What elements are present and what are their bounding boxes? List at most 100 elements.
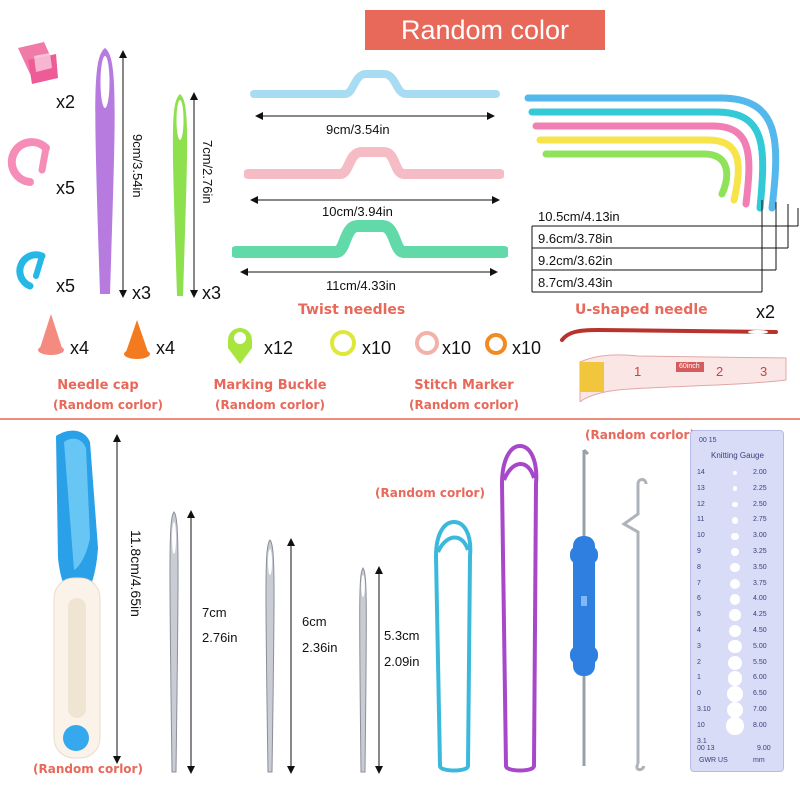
twist-needles-label: Twist needles: [298, 302, 406, 318]
needle2-cm: 6cm: [302, 614, 327, 629]
thread-snips-icon: [53, 430, 101, 759]
gauge-us-label: 8: [697, 563, 701, 571]
gauge-hole: [731, 532, 739, 540]
u-dim3: 9.2cm/3.62in: [538, 253, 613, 268]
gauge-footer-left: GWR US: [699, 757, 728, 764]
stitch-marker-pink-icon: [415, 331, 439, 355]
needle-large-dim: 9cm/3.54in: [130, 134, 145, 198]
gauge-hole: [727, 686, 743, 703]
u-dim2: 9.6cm/3.78in: [538, 231, 613, 246]
tape-measure-icon: [579, 354, 787, 402]
gauge-us-label: 0: [697, 690, 701, 698]
marker-orange-qty: x10: [512, 338, 542, 358]
gauge-us-label: 9: [697, 548, 701, 555]
title-banner-text: Random color: [400, 14, 570, 45]
gauge-us-label: 14: [697, 469, 705, 476]
holder-sub: (Random corlor): [375, 486, 485, 500]
gauge-us-label: 11: [697, 516, 705, 524]
needle-large-qty: x3: [132, 283, 152, 303]
u-shaped-cable-needles-icon: [524, 94, 780, 212]
scissor-dim-arrow: [113, 434, 121, 764]
ring-small-qty: x5: [56, 276, 76, 296]
tape-brand: 60inch: [679, 363, 700, 370]
u-shaped-label: U-shaped needle: [575, 302, 708, 318]
ring-marker-small-icon: [16, 251, 46, 290]
metal-needle-small-icon: [359, 567, 367, 773]
clip-qty: x2: [56, 92, 76, 112]
locking-marker-icon: [228, 328, 252, 364]
stitch-holder-blue-icon: [433, 519, 473, 773]
gauge-mm-label: 5.50: [753, 658, 767, 666]
gauge-mm-label: 4.25: [753, 611, 767, 619]
gauge-hole: [732, 501, 738, 508]
gauge-mm-label: 2.50: [753, 500, 767, 508]
tape-number-1: 1: [634, 364, 642, 379]
gauge-hole: [733, 471, 737, 475]
gauge-mm-label: 6.00: [753, 674, 767, 682]
marker-yellow-qty: x10: [362, 338, 392, 358]
needle-small-qty: x3: [202, 283, 222, 303]
needle-small-dim: 7cm/2.76in: [200, 140, 215, 204]
gauge-us-label: 5: [697, 611, 701, 619]
needle-cap-sub: (Random corlor): [53, 398, 163, 412]
u-shaped-qty: x2: [756, 302, 776, 322]
gauge-left-top: 00 15: [699, 437, 717, 444]
twist-dim3-arrow: [240, 268, 498, 276]
gauge-hole: [727, 670, 743, 686]
gauge-footer-right: mm: [753, 757, 765, 764]
gauge-us-label: 3.10: [697, 706, 711, 713]
stitch-marker-yellow-icon: [330, 330, 356, 356]
gauge-hole: [728, 640, 742, 654]
buckle-qty: x12: [264, 338, 294, 358]
needle3-in: 2.09in: [384, 654, 420, 669]
gauge-us-label: 7: [697, 579, 701, 587]
twist-dim3: 11cm/4.33in: [326, 278, 396, 293]
stitch-marker-sub: (Random corlor): [409, 398, 519, 412]
title-banner: Random color: [365, 10, 605, 50]
crochet-hook-icon: [570, 448, 598, 766]
twist-dim2: 10cm/3.94in: [322, 204, 393, 219]
needle-small-dim-arrow: [190, 92, 198, 298]
gauge-mm-label: 2.00: [753, 469, 767, 476]
gauge-us-label: 10: [697, 532, 705, 540]
gauge-hole: [728, 624, 742, 638]
gauge-us-label: 4: [697, 627, 701, 634]
gauge-hole: [729, 609, 741, 621]
gauge-hole: [732, 486, 738, 492]
gauge-mm-label: 3.75: [753, 579, 767, 587]
scissor-dim: 11.8cm/4.65in: [128, 530, 144, 617]
needle2-in: 2.36in: [302, 640, 338, 655]
u-shaped-dim-lines: [531, 200, 799, 293]
marker-pink-qty: x10: [442, 338, 472, 358]
tape-number-3: 3: [760, 364, 768, 379]
gauge-bottom-right: 9.00: [757, 745, 771, 752]
twist-dim1-arrow: [255, 112, 495, 120]
gauge-hole: [730, 563, 740, 573]
hook-sub: (Random corlor): [585, 428, 695, 442]
gauge-mm-label: 6.50: [753, 690, 767, 698]
gauge-hole: [731, 517, 739, 524]
gauge-hole: [730, 578, 740, 589]
gauge-us-label: 13: [697, 484, 705, 492]
gauge-title: Knitting Gauge: [711, 451, 764, 460]
gauge-mm-label: 3.00: [753, 532, 767, 540]
gauge-hole: [726, 717, 744, 735]
twist-needle-green-icon: [232, 220, 508, 258]
u-dim1: 10.5cm/4.13in: [538, 209, 620, 224]
ring-large-qty: x5: [56, 178, 76, 198]
stitch-marker-label: Stitch Marker: [414, 378, 514, 393]
gauge-us-label: 3.1: [697, 737, 707, 745]
plastic-needle-large-icon: [95, 48, 115, 294]
needle-cap-pink-icon: [38, 314, 64, 355]
gauge-mm-label: 7.00: [753, 706, 767, 713]
gauge-mm-label: 2.75: [753, 516, 767, 524]
stitch-holder-purple-icon: [499, 443, 539, 773]
metal-needle-medium-icon: [265, 539, 275, 773]
needle3-dim-arrow: [375, 566, 383, 774]
gauge-mm-label: 3.25: [753, 548, 767, 555]
gauge-hole: [729, 594, 741, 605]
u-dim4: 8.7cm/3.43in: [538, 275, 613, 290]
gauge-mm-label: 4.50: [753, 627, 767, 634]
twist-needle-pink-icon: [244, 147, 504, 179]
section-divider: [0, 418, 800, 420]
